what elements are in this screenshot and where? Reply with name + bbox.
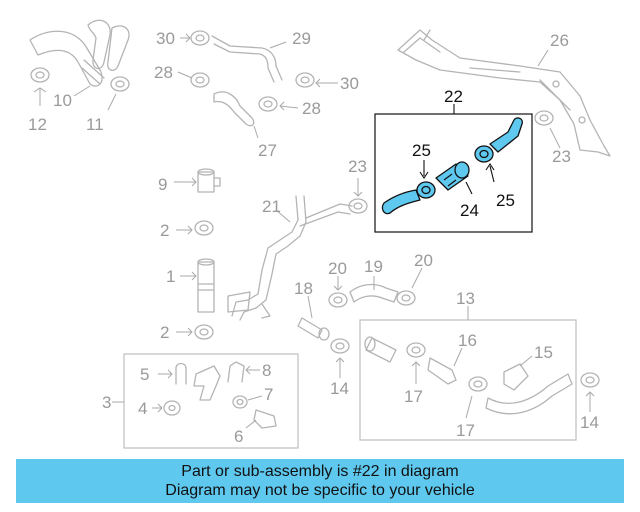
callout-9: 9	[158, 175, 167, 194]
callout-11: 11	[86, 115, 104, 134]
callout-23b: 23	[348, 157, 367, 176]
part-26-bracket	[397, 29, 611, 157]
callout-10: 10	[53, 91, 72, 110]
part-13-contents	[364, 336, 573, 415]
callout-15: 15	[534, 343, 553, 362]
callout-13: 13	[456, 289, 475, 308]
callout-7: 7	[264, 385, 273, 404]
callout-23a: 23	[552, 147, 571, 166]
callout-30a: 30	[156, 29, 175, 48]
banner-line-1: Part or sub-assembly is #22 in diagram	[181, 463, 459, 480]
callout-17a: 17	[404, 387, 423, 406]
part-20-clamp-b	[396, 290, 416, 306]
callout-2b: 2	[160, 323, 169, 342]
parts-diagram: 12 10 11 30 29 28 30 28 27	[28, 19, 611, 449]
callout-24: 24	[460, 201, 479, 220]
callout-27: 27	[258, 141, 277, 160]
callout-5: 5	[140, 365, 149, 384]
assembly-3-box	[123, 353, 299, 449]
callout-6: 6	[234, 427, 243, 446]
callout-3: 3	[102, 393, 111, 412]
callout-21: 21	[262, 197, 281, 216]
part-14-clamp-a	[330, 338, 350, 354]
callout-20a: 20	[328, 259, 347, 278]
callout-4: 4	[138, 399, 147, 418]
callout-28a: 28	[154, 63, 173, 82]
part-11-clamp	[110, 76, 130, 92]
part-19-hose	[349, 283, 399, 303]
callout-25b: 25	[496, 191, 515, 210]
callout-14a: 14	[330, 379, 349, 398]
callout-1: 1	[166, 267, 175, 286]
part-2-clamp-b	[194, 324, 214, 340]
part-30-clamp-a	[190, 30, 210, 46]
callout-17b: 17	[456, 421, 475, 440]
part-20-clamp-a	[328, 292, 348, 308]
callout-30b: 30	[340, 74, 359, 93]
callout-16: 16	[458, 331, 477, 350]
part-14-clamp-b	[580, 372, 600, 388]
callout-14b: 14	[580, 413, 599, 432]
callout-8: 8	[262, 361, 271, 380]
callout-29: 29	[292, 29, 311, 48]
banner-line-2: Diagram may not be specific to your vehi…	[165, 482, 475, 499]
info-banner: Part or sub-assembly is #22 in diagram D…	[16, 459, 624, 503]
part-3-contents	[163, 361, 277, 429]
part-27-hose	[213, 91, 255, 127]
part-18-fitting	[297, 317, 330, 341]
part-1-hose	[197, 258, 215, 313]
part-9-fitting	[197, 168, 221, 193]
callout-25a: 25	[412, 141, 431, 160]
part-29-pipe	[211, 35, 283, 83]
callout-18: 18	[294, 279, 313, 298]
callout-28b: 28	[302, 99, 321, 118]
callout-20b: 20	[414, 251, 433, 270]
part-28-clamp-b	[258, 96, 278, 112]
callout-12: 12	[28, 115, 47, 134]
part-28-clamp-a	[190, 72, 210, 88]
callout-19: 19	[364, 257, 383, 276]
part-12-clamp	[30, 67, 50, 83]
part-22-hose-assembly[interactable]	[381, 117, 523, 215]
callout-26: 26	[550, 31, 569, 50]
callout-2a: 2	[160, 221, 169, 240]
part-30-clamp-b	[295, 72, 315, 88]
part-23-clamp-a	[534, 110, 554, 126]
part-21-pipe	[227, 195, 353, 321]
part-10-hose	[29, 19, 130, 87]
part-2-clamp-a	[194, 220, 214, 236]
callout-22: 22	[444, 87, 463, 106]
